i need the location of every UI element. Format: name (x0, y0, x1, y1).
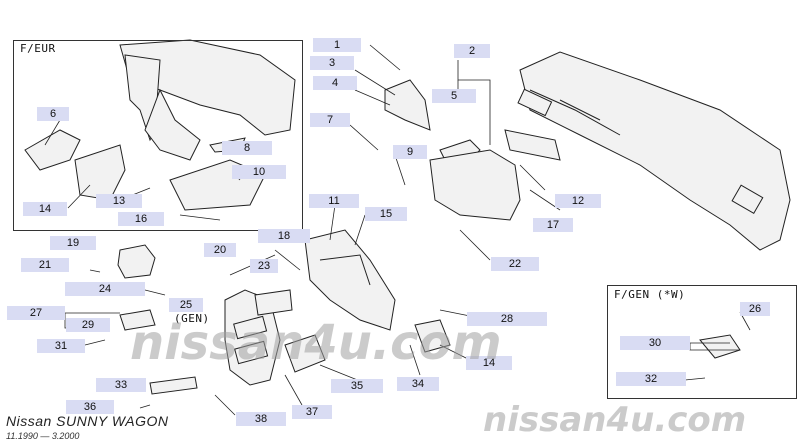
callout-3[interactable]: 3 (310, 56, 354, 70)
part-12 (504, 129, 561, 161)
callout-13[interactable]: 13 (96, 194, 142, 208)
callout-30[interactable]: 30 (620, 336, 690, 350)
callout-31[interactable]: 31 (37, 339, 85, 353)
part-19-box (117, 244, 156, 279)
callout-19[interactable]: 19 (50, 236, 96, 250)
part-34 (414, 319, 451, 353)
part-33 (149, 376, 198, 395)
watermark-center: nissan4u.com (130, 315, 502, 371)
part-4 (384, 79, 431, 131)
callout-36[interactable]: 36 (66, 400, 114, 414)
callout-21[interactable]: 21 (21, 258, 69, 272)
callout-17[interactable]: 17 (533, 218, 573, 232)
inset-feur-label: F/EUR (20, 42, 56, 55)
callout-14-eur[interactable]: 14 (23, 202, 67, 216)
callout-16[interactable]: 16 (118, 212, 164, 226)
callout-24[interactable]: 24 (65, 282, 145, 296)
callout-12[interactable]: 12 (555, 194, 601, 208)
callout-33[interactable]: 33 (96, 378, 146, 392)
callout-6[interactable]: 6 (37, 107, 69, 121)
callout-32[interactable]: 32 (616, 372, 686, 386)
callout-5[interactable]: 5 (432, 89, 476, 103)
callout-25[interactable]: 25 (169, 298, 203, 312)
callout-2[interactable]: 2 (454, 44, 490, 58)
callout-18[interactable]: 18 (258, 229, 310, 243)
diagram-subtitle: 11.1990 — 3.2000 (6, 431, 80, 441)
part-11-console (304, 229, 396, 331)
part-6 (24, 129, 81, 171)
callout-20[interactable]: 20 (204, 243, 236, 257)
callout-7[interactable]: 7 (310, 113, 350, 127)
callout-9[interactable]: 9 (393, 145, 427, 159)
callout-23[interactable]: 23 (250, 259, 278, 273)
callout-4[interactable]: 4 (313, 76, 357, 90)
callout-27[interactable]: 27 (7, 306, 65, 320)
callout-15[interactable]: 15 (365, 207, 407, 221)
callout-37[interactable]: 37 (292, 405, 332, 419)
watermark-corner: nissan4u.com (483, 400, 747, 440)
dashboard-panel (519, 51, 791, 251)
callout-26[interactable]: 26 (740, 302, 770, 316)
callout-11[interactable]: 11 (309, 194, 359, 208)
inset-feur (13, 40, 303, 231)
inset-fgen-label: F/GEN (*W) (614, 288, 686, 301)
callout-14[interactable]: 14 (466, 356, 512, 370)
part-23 (254, 289, 293, 316)
callout-35[interactable]: 35 (331, 379, 383, 393)
callout-28[interactable]: 28 (467, 312, 547, 326)
callout-1[interactable]: 1 (313, 38, 361, 52)
callout-29[interactable]: 29 (66, 318, 110, 332)
part-35 (284, 334, 326, 373)
gen-note: (GEN) (174, 312, 210, 325)
callout-34[interactable]: 34 (397, 377, 439, 391)
callout-8[interactable]: 8 (222, 141, 272, 155)
diagram-title: Nissan SUNNY WAGON (6, 413, 169, 429)
part-29 (119, 309, 156, 331)
part-14-eur (74, 144, 126, 201)
callout-10[interactable]: 10 (232, 165, 286, 179)
meter-cluster (429, 149, 521, 221)
inset-fgen (607, 285, 797, 399)
callout-38[interactable]: 38 (236, 412, 286, 426)
callout-22[interactable]: 22 (491, 257, 539, 271)
